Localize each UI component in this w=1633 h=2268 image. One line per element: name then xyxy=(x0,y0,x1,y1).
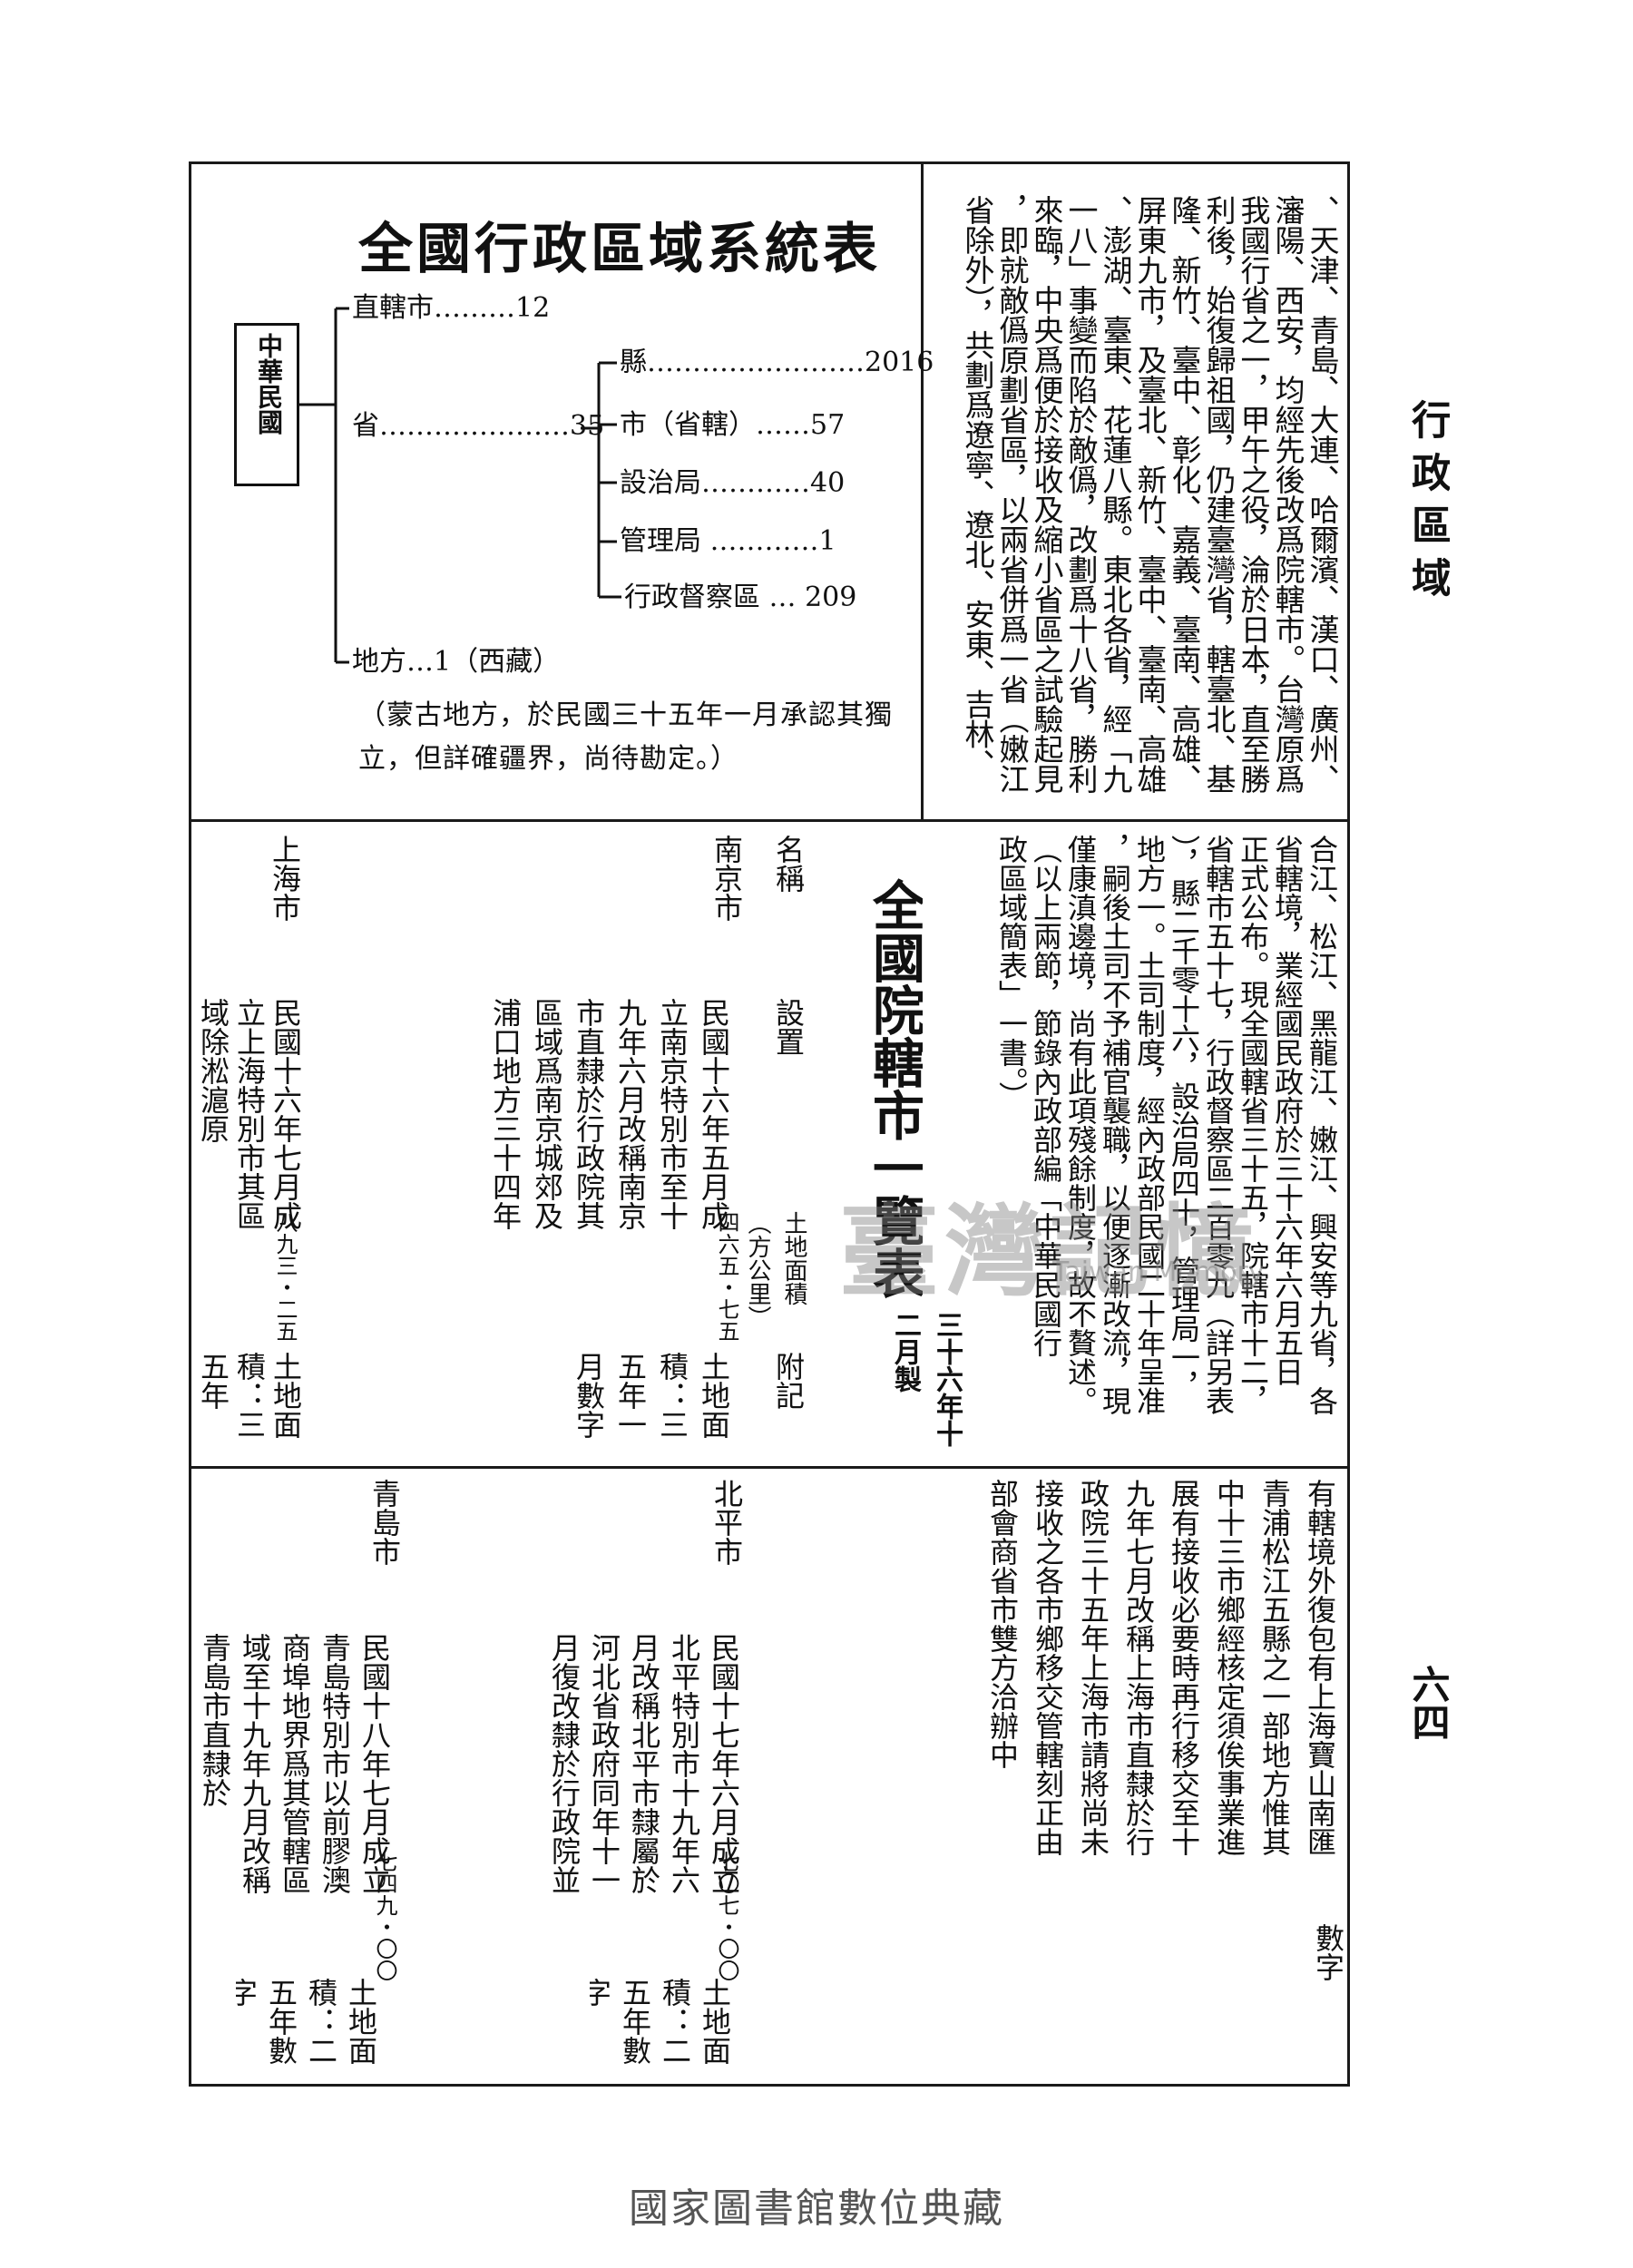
table-title: 全國院轄市一覽表 xyxy=(866,878,923,1299)
row-nanjing-name: 南京市 xyxy=(709,835,744,922)
rule-top-section xyxy=(189,819,1350,822)
mid-text-col: 正式公布。現全國轄省三十五，院轄市十二， xyxy=(1236,835,1270,1415)
top-text-col: 利後，始復歸祖國，仍建臺灣省，轄臺北、基 xyxy=(1201,195,1237,794)
top-text-col: 來臨，中央爲便於接收及縮小省區之試驗起見 xyxy=(1029,195,1064,794)
sub-bureaus: 設治局…………40 xyxy=(620,467,846,499)
chart-root-box: 中華民國 xyxy=(234,323,299,486)
top-text-col: 、天津、青島、大連、哈爾濱、漢口、廣州、 xyxy=(1305,195,1340,794)
page-frame xyxy=(189,161,1350,2087)
chart-root-label: 中華民國 xyxy=(254,333,284,435)
chart-title: 全國行政區域系統表 xyxy=(358,218,881,281)
mid-text-col: 政區域簡表」一書。） xyxy=(994,835,1029,1110)
row-qingdao-name: 青島市 xyxy=(367,1479,402,1566)
row-shanghai-setup: 民國十六年七月成立上海特別市其區域除淞滬原 xyxy=(196,998,303,1230)
top-text-col: ，即就敵僞原劃省區，以兩省併爲一省（嫩江 xyxy=(994,195,1030,794)
top-text-col: 屏東九市，及臺北、新竹、臺中、臺南、高雄 xyxy=(1132,195,1168,794)
branch-municipalities: 直轄市………12 xyxy=(352,292,551,324)
watermark-logo: 臺灣記憶 xyxy=(839,1193,1260,1310)
top-text-col: 一八」事變而陷於敵僞，改劃爲十八省，勝利 xyxy=(1063,195,1099,794)
row-beiping-setup: 民國十七年六月成立北平特別市十九年六月改稱北平市隸屬於河北省政府同年十一月復改隸… xyxy=(547,1633,741,1894)
mid-text-col: 地方一。土司制度，經內政部民國二十年呈准 xyxy=(1132,835,1167,1415)
rule-chart-divider xyxy=(921,161,924,819)
footer-archive-label: 國家圖書館數位典藏 xyxy=(629,2185,1004,2232)
sub-counties: 縣……………………2016 xyxy=(620,347,934,378)
row-shanghai-name: 上海市 xyxy=(268,835,302,922)
col-header-area: 土地面積（方公里） xyxy=(744,1211,807,1329)
row-nanjing-setup: 民國十六年五月成立南京特別市至十九年六月改稱南京市直隸於行政院其區域爲南京城郊及… xyxy=(490,998,731,1230)
top-text-col: 瀋陽、西安，均經先後改爲院轄市。台灣原爲 xyxy=(1270,195,1305,794)
top-text-col: 隆、新竹、臺中、彰化、嘉義、臺南、高雄、 xyxy=(1167,195,1202,794)
page-number: 六四 xyxy=(1406,1665,1450,1741)
table-date: 三十六年十二月製 xyxy=(889,1311,963,1447)
top-text-col: 省除外），共劃爲遼寧、遼北、安東、吉林、 xyxy=(960,195,995,779)
mid-text-col: ），縣二千零十六，設治局四十，管理局一， xyxy=(1167,835,1201,1401)
top-text-col: 、澎湖、臺東、花蓮八縣。東北各省，經「九 xyxy=(1098,195,1133,794)
rule-mid-section xyxy=(189,1466,1350,1469)
col-header-remarks: 附記 xyxy=(771,1352,806,1410)
row-beiping-name: 北平市 xyxy=(709,1479,744,1566)
row-beiping-area: 七〇七・〇〇 xyxy=(714,1851,739,1981)
sub-inspectorate: 行政督察區 … 209 xyxy=(624,582,857,613)
row-beiping-remarks: 土地面積：二五年數字 xyxy=(590,1978,732,2065)
row-qingdao-area: 七四九・〇〇 xyxy=(372,1851,397,1981)
col-header-setup: 設置 xyxy=(771,998,806,1056)
chart-note: （蒙古地方，於民國三十五年一月承認其獨立，但詳確疆界，尚待勘定。） xyxy=(358,699,893,775)
row-shanghai-remarks: 土地面積：三五年 xyxy=(196,1352,303,1439)
shanghai-continuation-remarks: 數字 xyxy=(1311,1923,1345,1981)
row-shanghai-area: 八九三・二五 xyxy=(272,1211,298,1342)
mid-text-col: 合江、松江、黑龍江、嫩江、興安等九省，各 xyxy=(1305,835,1339,1415)
branch-local: 地方…1（西藏） xyxy=(352,646,561,678)
watermark-logo-en: Taiwan Memory xyxy=(1052,1256,1265,1288)
col-header-name: 名稱 xyxy=(771,835,806,893)
shanghai-continuation: 有轄境外復包有上海寶山南匯青浦松江五縣之一部地方惟其中十三市鄉經核定須俟事業進展… xyxy=(985,1479,1337,1856)
mid-text-col: 省轄境，業經國民政府於三十六年六月五日 xyxy=(1270,835,1305,1386)
top-text-col: 我國行省之一，甲午之役，淪於日本，直至勝 xyxy=(1236,195,1271,794)
row-nanjing-area: 四六五・七五 xyxy=(714,1211,739,1342)
running-head: 行政區域 xyxy=(1404,399,1450,610)
row-qingdao-setup: 民國十八年七月成立青島特別市以前膠澳商埠地界爲其管轄區域至十九年九月改稱青島市直… xyxy=(198,1633,392,1894)
mid-text-col: （以上兩節，節錄內政部編「中華民國行 xyxy=(1029,835,1063,1357)
sub-admin-bureau: 管理局 …………1 xyxy=(620,525,836,557)
row-qingdao-remarks: 土地面積：二五年數字 xyxy=(236,1978,378,2065)
mid-text-col: 省轄市五十七，行政督察區二百零九（詳另表 xyxy=(1201,835,1236,1415)
branch-provinces: 省…………………35 xyxy=(352,410,605,442)
sub-cities: 市（省轄）……57 xyxy=(620,409,846,441)
row-nanjing-remarks: 土地面積：三五年一月數字 xyxy=(572,1352,731,1439)
mid-text-col: ，嗣後土司不予補官襲職，以便逐漸改流，現 xyxy=(1098,835,1132,1415)
mid-text-col: 僅康滇邊境，尚有此項殘餘制度，故不贅述。 xyxy=(1063,835,1098,1415)
